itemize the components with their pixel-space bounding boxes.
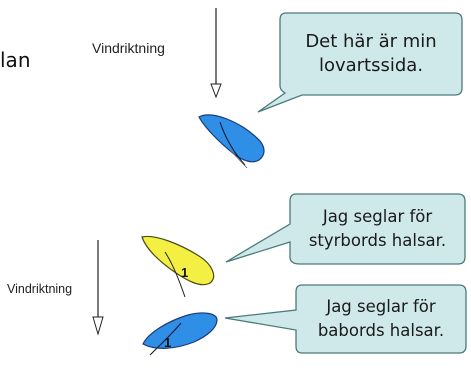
bubble-windward-text: Det här är min lovartssida.: [280, 13, 462, 95]
bubble-port-line2: babords halsar.: [317, 321, 445, 340]
speech-bubble-port: [224, 284, 467, 354]
boat-blue-bottom: 1: [142, 312, 218, 356]
bubble-windward-line1: Det här är min: [305, 31, 437, 52]
bubble-starboard-text: Jag seglar för styrbords halsar.: [290, 194, 465, 264]
boat-blue-top: [198, 114, 265, 169]
wind-arrow-top: [210, 8, 222, 99]
boat-yellow-number: 1: [181, 265, 188, 280]
bubble-port-text: Jag seglar för babords halsar.: [296, 285, 466, 353]
bubble-port-line1: Jag seglar för: [326, 297, 436, 316]
wind-arrow-bottom: [92, 240, 104, 336]
wind-direction-label-bottom: Vindriktning: [7, 282, 73, 296]
bubble-windward-line2: lovartssida.: [318, 55, 424, 76]
cut-off-text: lan: [0, 48, 31, 72]
speech-bubble-starboard: [225, 193, 466, 265]
bubble-starboard-line2: styrbords halsar.: [308, 231, 447, 250]
boat-blue-number: 1: [164, 335, 171, 350]
wind-direction-label-top: Vindriktning: [92, 40, 165, 56]
boat-yellow: 1: [141, 235, 215, 298]
speech-bubble-windward: [257, 12, 463, 113]
bubble-starboard-line1: Jag seglar för: [322, 207, 433, 226]
